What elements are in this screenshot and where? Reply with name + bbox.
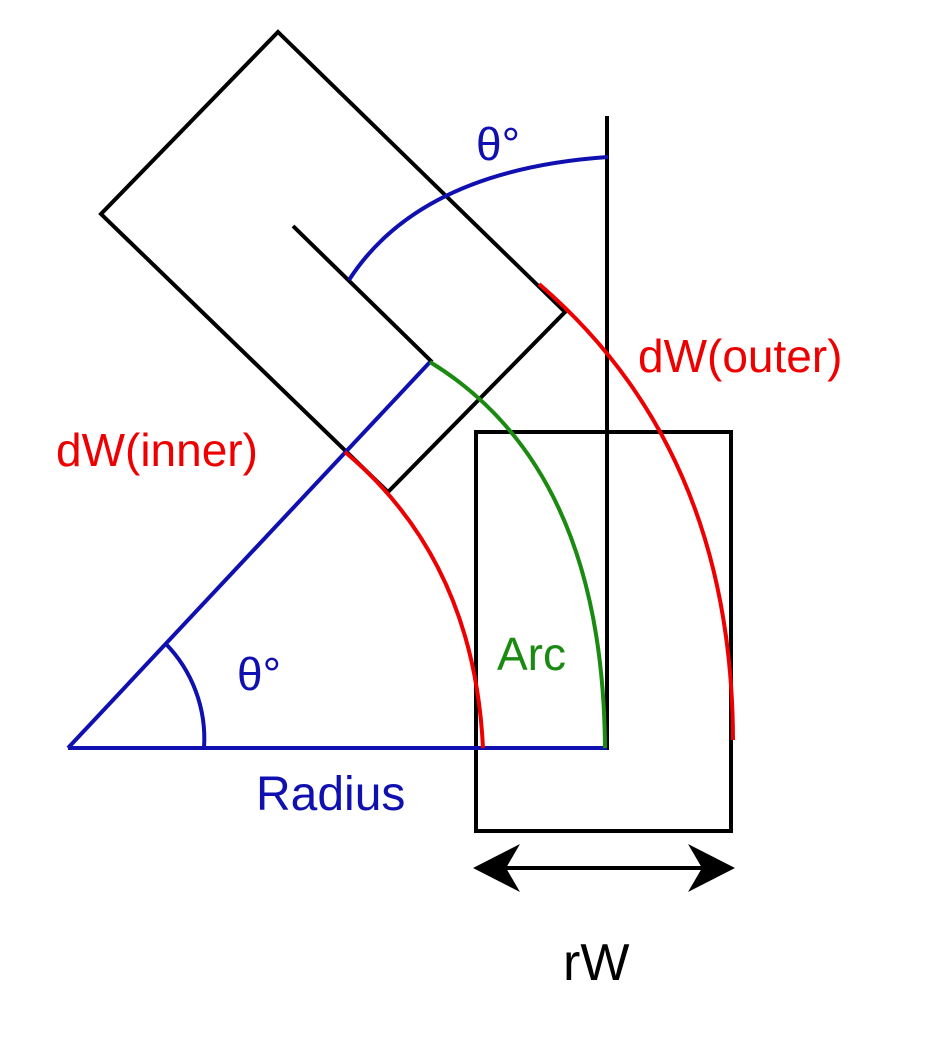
radius-diagonal bbox=[66, 360, 432, 750]
theta-angle-arc-top bbox=[347, 155, 609, 282]
rw-double-arrow bbox=[473, 844, 735, 892]
rotated-vehicle-rect bbox=[98, 29, 568, 495]
inner-wheel-arc bbox=[343, 450, 485, 749]
dw-outer-label: dW(outer) bbox=[638, 330, 842, 382]
dw-inner-label: dW(inner) bbox=[56, 424, 258, 476]
theta-label-bottom: θ° bbox=[237, 648, 281, 700]
rotated-vehicle-axis bbox=[291, 224, 434, 364]
outer-wheel-arc bbox=[537, 282, 735, 741]
theta-label-top: θ° bbox=[476, 118, 520, 170]
centerline-arc bbox=[428, 360, 607, 749]
upright-vehicle-rect bbox=[474, 430, 733, 833]
rw-label: rW bbox=[563, 934, 629, 992]
arc-label: Arc bbox=[497, 628, 566, 680]
theta-angle-arc-bottom bbox=[163, 641, 207, 749]
radius-label: Radius bbox=[256, 768, 405, 821]
